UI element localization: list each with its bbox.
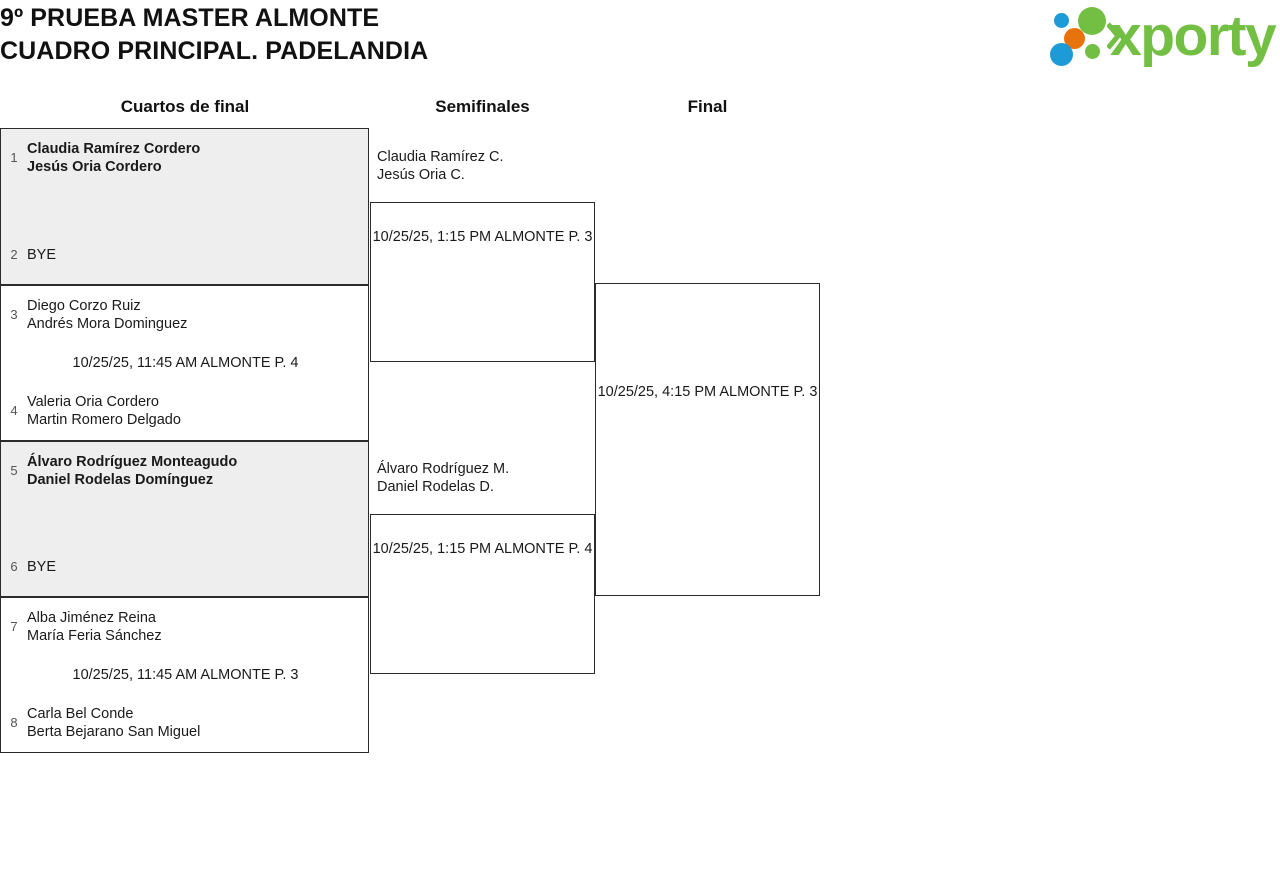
logo-dot-blue-large-icon: [1050, 43, 1073, 66]
semifinal-2-team-names: Álvaro Rodríguez M. Daniel Rodelas D.: [377, 461, 510, 495]
match-schedule: 10/25/25, 1:15 PM ALMONTE P. 3: [372, 229, 593, 245]
match-slot-top[interactable]: 1 Claudia Ramírez Cordero Jesús Oria Cor…: [1, 137, 370, 179]
team-names: BYE: [27, 247, 57, 263]
page-header: 9º PRUEBA MASTER ALMONTE CUADRO PRINCIPA…: [0, 0, 1280, 80]
match-slot-bottom[interactable]: 4 Valeria Oria Cordero Martin Romero Del…: [1, 390, 370, 432]
semifinal-1-team-names: Claudia Ramírez C. Jesús Oria C.: [377, 149, 504, 183]
match-slot-bottom[interactable]: 8 Carla Bel Conde Berta Bejarano San Mig…: [1, 702, 370, 744]
logo-chevron-icon: [1107, 22, 1121, 50]
seed-number: 8: [10, 715, 18, 730]
page-title: 9º PRUEBA MASTER ALMONTE CUADRO PRINCIPA…: [0, 4, 429, 65]
match-quarterfinal-4[interactable]: 7 Alba Jiménez Reina María Feria Sánchez…: [0, 597, 369, 753]
seed-number: 1: [10, 150, 18, 165]
team-names: Claudia Ramírez Cordero Jesús Oria Corde…: [27, 141, 201, 175]
team-names: Alba Jiménez Reina María Feria Sánchez: [27, 610, 162, 644]
team-names: Valeria Oria Cordero Martin Romero Delga…: [27, 394, 181, 428]
logo-dot-green-small-icon: [1085, 44, 1100, 59]
seed-number: 5: [10, 463, 18, 478]
match-schedule: 10/25/25, 4:15 PM ALMONTE P. 3: [597, 384, 818, 400]
seed-number: 7: [10, 619, 18, 634]
logo-dot-orange-icon: [1064, 28, 1085, 49]
match-quarterfinal-3[interactable]: 5 Álvaro Rodríguez Monteagudo Daniel Rod…: [0, 441, 369, 597]
match-schedule: 10/25/25, 11:45 AM ALMONTE P. 3: [72, 667, 299, 683]
match-slot-bottom[interactable]: 2 BYE: [1, 234, 370, 276]
match-slot-bottom[interactable]: 6 BYE: [1, 546, 370, 588]
round-header-semifinals: Semifinales: [435, 97, 530, 116]
team-names: Diego Corzo Ruiz Andrés Mora Dominguez: [27, 298, 188, 332]
team-names: Carla Bel Conde Berta Bejarano San Migue…: [27, 706, 201, 740]
match-slot-top[interactable]: 5 Álvaro Rodríguez Monteagudo Daniel Rod…: [1, 450, 370, 492]
seed-number: 2: [10, 247, 18, 262]
logo-dot-green-large-icon: [1078, 7, 1106, 35]
match-slot-top[interactable]: 7 Alba Jiménez Reina María Feria Sánchez: [1, 606, 370, 648]
round-header-final: Final: [687, 97, 728, 116]
match-slot-top[interactable]: 3 Diego Corzo Ruiz Andrés Mora Dominguez: [1, 294, 370, 336]
match-schedule: 10/25/25, 1:15 PM ALMONTE P. 4: [372, 541, 593, 557]
logo-wordmark: xporty: [1110, 4, 1277, 68]
seed-number: 6: [10, 559, 18, 574]
match-schedule: 10/25/25, 11:45 AM ALMONTE P. 4: [72, 355, 299, 371]
round-header-quarterfinals: Cuartos de final: [120, 97, 250, 116]
match-semifinal-2[interactable]: 10/25/25, 1:15 PM ALMONTE P. 4: [370, 514, 595, 674]
match-final[interactable]: 10/25/25, 4:15 PM ALMONTE P. 3: [595, 283, 820, 596]
team-names: Álvaro Rodríguez Monteagudo Daniel Rodel…: [27, 454, 238, 488]
seed-number: 3: [10, 307, 18, 322]
team-names: BYE: [27, 559, 57, 575]
match-semifinal-1[interactable]: 10/25/25, 1:15 PM ALMONTE P. 3: [370, 202, 595, 362]
seed-number: 4: [10, 403, 18, 418]
match-quarterfinal-2[interactable]: 3 Diego Corzo Ruiz Andrés Mora Dominguez…: [0, 285, 369, 441]
xporty-logo: xporty: [1050, 4, 1277, 68]
logo-dot-blue-small-icon: [1054, 13, 1069, 28]
match-quarterfinal-1[interactable]: 1 Claudia Ramírez Cordero Jesús Oria Cor…: [0, 128, 369, 285]
